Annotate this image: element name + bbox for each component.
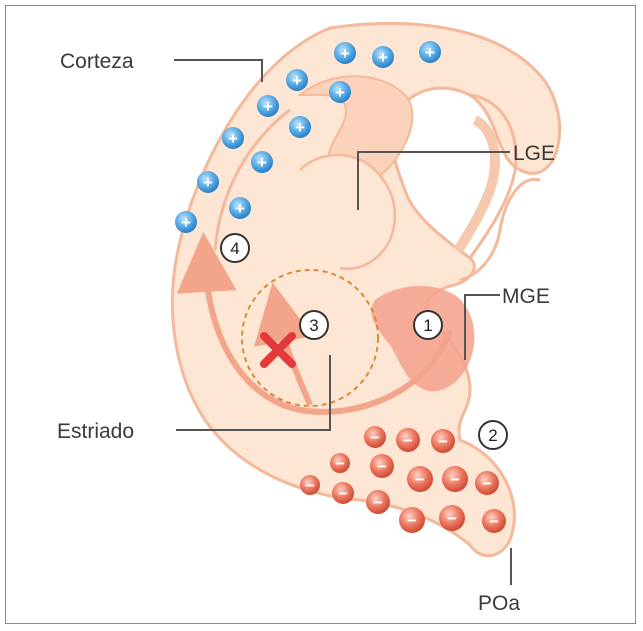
plus-cell: + [222,127,244,149]
svg-text:+: + [425,43,435,62]
plus-cell: + [419,41,441,63]
svg-text:+: + [203,173,213,192]
minus-cell: − [482,509,506,533]
svg-text:−: − [489,512,499,531]
svg-text:2: 2 [488,426,497,445]
svg-text:1: 1 [423,316,432,335]
plus-cell: + [329,81,351,103]
label-lge: LGE [513,142,555,165]
plus-cell: + [289,116,311,138]
plus-cell: + [197,171,219,193]
minus-cell: − [370,454,394,478]
svg-text:−: − [370,428,380,447]
plus-cell: + [257,95,279,117]
label-poa: POa [478,592,520,615]
svg-text:+: + [292,71,302,90]
svg-text:−: − [305,476,315,495]
label-mge: MGE [502,285,550,308]
plus-cell: + [229,197,251,219]
svg-text:−: − [415,470,425,489]
svg-text:3: 3 [309,316,318,335]
marker-1: 1 [414,311,442,339]
svg-text:−: − [373,493,383,512]
plus-cell: + [251,151,273,173]
minus-cell: − [407,466,433,492]
svg-text:+: + [295,118,305,137]
svg-text:4: 4 [230,239,239,258]
plus-cell: + [372,46,394,68]
plus-cell: + [286,69,308,91]
svg-text:−: − [403,431,413,450]
minus-cell: − [330,453,350,473]
minus-cell: − [300,475,320,495]
minus-cell: − [332,482,354,504]
svg-text:+: + [228,129,238,148]
plus-cell: + [175,211,197,233]
minus-cell: − [364,426,386,448]
svg-text:−: − [482,474,492,493]
minus-cell: − [396,428,420,452]
svg-text:−: − [450,470,460,489]
svg-text:+: + [263,97,273,116]
svg-text:+: + [378,48,388,67]
marker-3: 3 [300,311,328,339]
marker-4: 4 [221,234,249,262]
svg-text:−: − [438,432,448,451]
minus-cell: − [475,471,499,495]
minus-cell: − [439,505,465,531]
minus-cell: − [431,429,455,453]
svg-text:−: − [338,484,348,503]
label-estriado: Estriado [57,420,134,443]
svg-text:+: + [257,153,267,172]
svg-text:−: − [407,511,417,530]
label-corteza: Corteza [60,50,134,73]
svg-text:−: − [335,454,345,473]
leader-corteza [174,60,262,82]
plus-cell: + [334,42,356,64]
svg-text:+: + [340,44,350,63]
minus-cell: − [399,507,425,533]
svg-text:−: − [377,457,387,476]
marker-2: 2 [479,421,507,449]
svg-text:+: + [181,213,191,232]
minus-cell: − [442,466,468,492]
svg-text:+: + [235,199,245,218]
svg-text:−: − [447,509,457,528]
svg-text:+: + [335,83,345,102]
minus-cell: − [366,490,390,514]
